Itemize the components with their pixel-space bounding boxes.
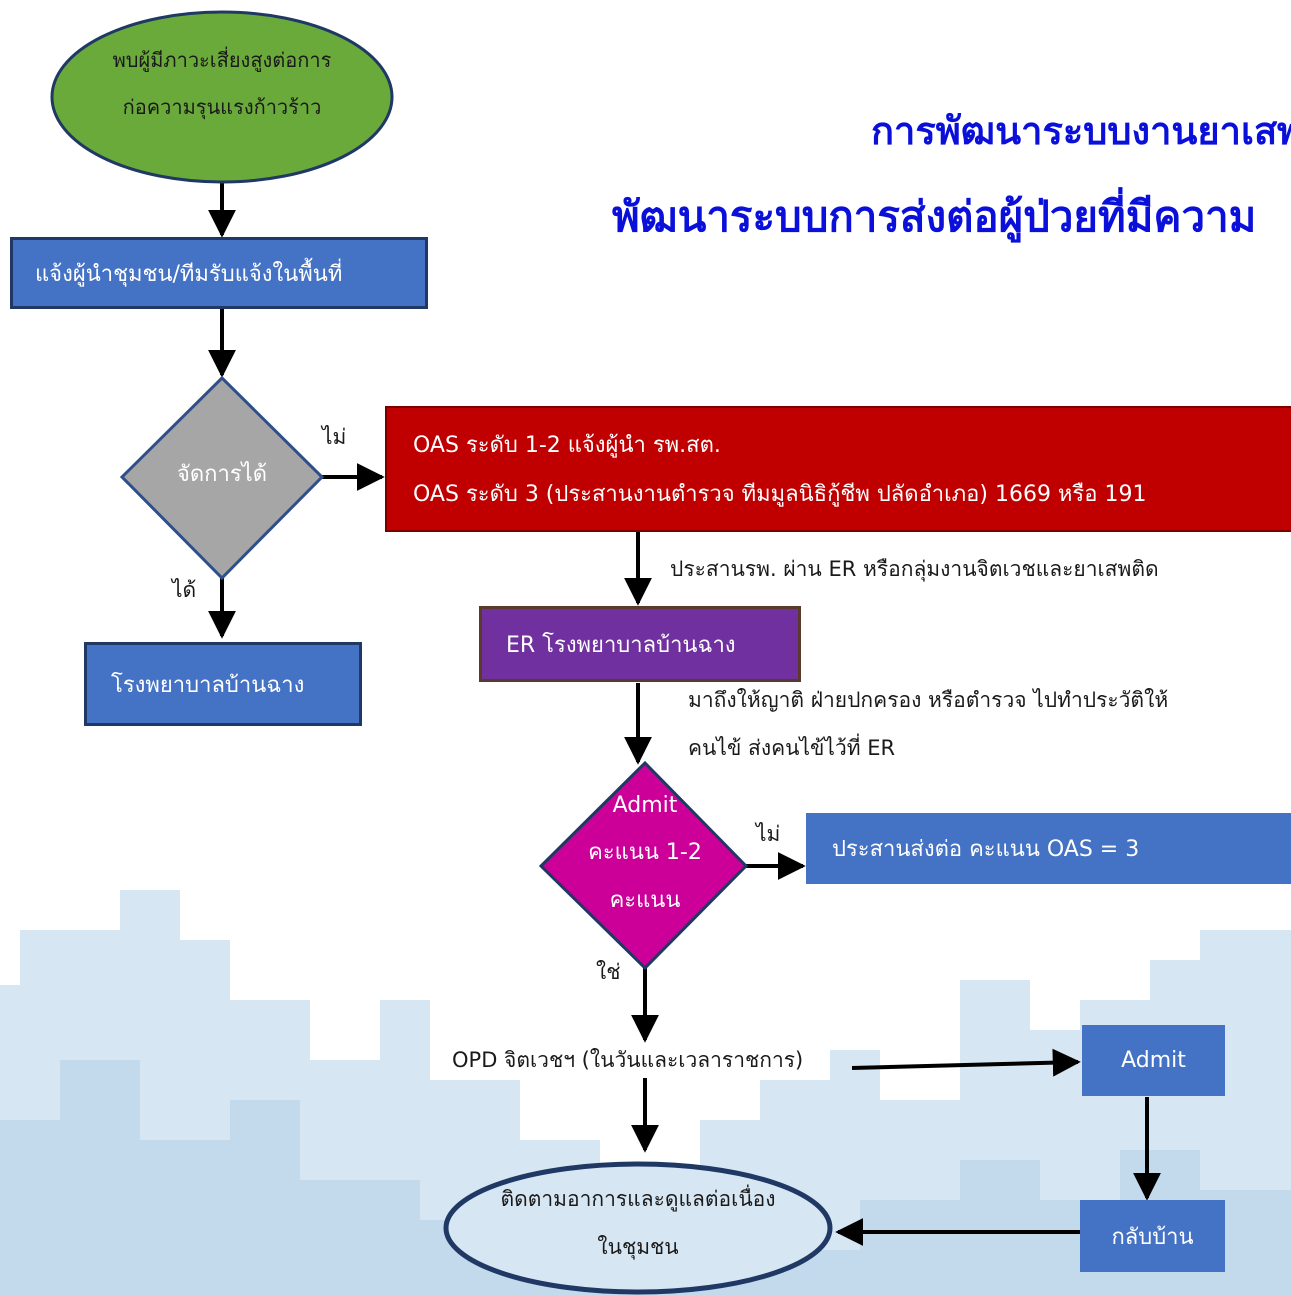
notify-box: แจ้งผู้นำชุมชน/ทีมรับแจ้งในพื้นที่ [10, 237, 428, 309]
edge-label-yes-admit: ใช่ [596, 960, 621, 984]
oas-box: OAS ระดับ 1-2 แจ้งผู้นำ รพ.สต. OAS ระดับ… [385, 406, 1291, 532]
edge-label-arrive-line-2: คนไข้ ส่งคนไข้ไว้ที่ ER [688, 736, 896, 760]
edge-label-arrive-line-1: มาถึงให้ญาติ ฝ่ายปกครอง หรือตำรวจ ไปทำปร… [688, 688, 1169, 712]
follow-up-label-line-2: ในชุมชน [597, 1235, 679, 1259]
connectors [208, 182, 1161, 1246]
edge-label-no-admit: ไม่ [756, 822, 781, 846]
arrow-opd-to-admit [851, 1048, 1081, 1077]
follow-up-ellipse [443, 1161, 833, 1295]
decision-manage-label: จัดการได้ [176, 462, 268, 487]
refer-oas3-label: ประสานส่งต่อ คะแนน OAS = 3 [832, 837, 1140, 862]
oas-label-line-2: OAS ระดับ 3 (ประสานงานตำรวจ ทีมมูลนิธิกู… [413, 482, 1147, 507]
start-label-line-2: ก่อความรุนแรงก้าวร้าว [122, 95, 322, 119]
notify-label: แจ้งผู้นำชุมชน/ทีมรับแจ้งในพื้นที่ [35, 261, 343, 287]
admit-decision-diamond [538, 760, 749, 971]
admit-decision-line-2: คะแนน 1-2 [588, 840, 702, 865]
admit-box: Admit [1082, 1025, 1225, 1096]
hospital-banchang-label: โรงพยาบาลบ้านฉาง [111, 673, 305, 698]
edge-label-yes-manage: ได้ [172, 578, 197, 602]
follow-up-label-line-1: ติดตามอาการและดูแลต่อเนื่อง [500, 1187, 776, 1211]
oas-label-line-1: OAS ระดับ 1-2 แจ้งผู้นำ รพ.สต. [413, 433, 721, 458]
start-label-line-1: พบผู้มีภาวะเสี่ยงสูงต่อการ [112, 48, 332, 72]
admit-label: Admit [1121, 1048, 1186, 1073]
city-skyline-foreground [0, 1060, 1291, 1296]
edge-label-no-manage: ไม่ [322, 425, 347, 449]
title-line-1: การพัฒนาระบบงานยาเสพ [871, 109, 1291, 153]
er-hospital-box: ER โรงพยาบาลบ้านฉาง [479, 606, 801, 682]
decision-manage-diamond [119, 375, 325, 581]
hospital-banchang-box: โรงพยาบาลบ้านฉาง [84, 642, 362, 726]
go-home-box: กลับบ้าน [1080, 1200, 1225, 1272]
go-home-label: กลับบ้าน [1111, 1224, 1194, 1250]
refer-oas3-box: ประสานส่งต่อ คะแนน OAS = 3 [806, 813, 1291, 884]
edge-label-coordinate-er: ประสานรพ. ผ่าน ER หรือกลุ่มงานจิตเวชและย… [670, 557, 1159, 581]
start-ellipse [50, 10, 394, 184]
admit-decision-line-3: คะแนน [609, 888, 681, 913]
opd-label: OPD จิตเวชฯ (ในวันและเวลาราชการ) [452, 1048, 804, 1072]
er-hospital-label: ER โรงพยาบาลบ้านฉาง [506, 632, 736, 658]
admit-decision-line-1: Admit [612, 793, 678, 818]
title-line-2: พัฒนาระบบการส่งต่อผู้ป่วยที่มีความ [612, 192, 1257, 241]
